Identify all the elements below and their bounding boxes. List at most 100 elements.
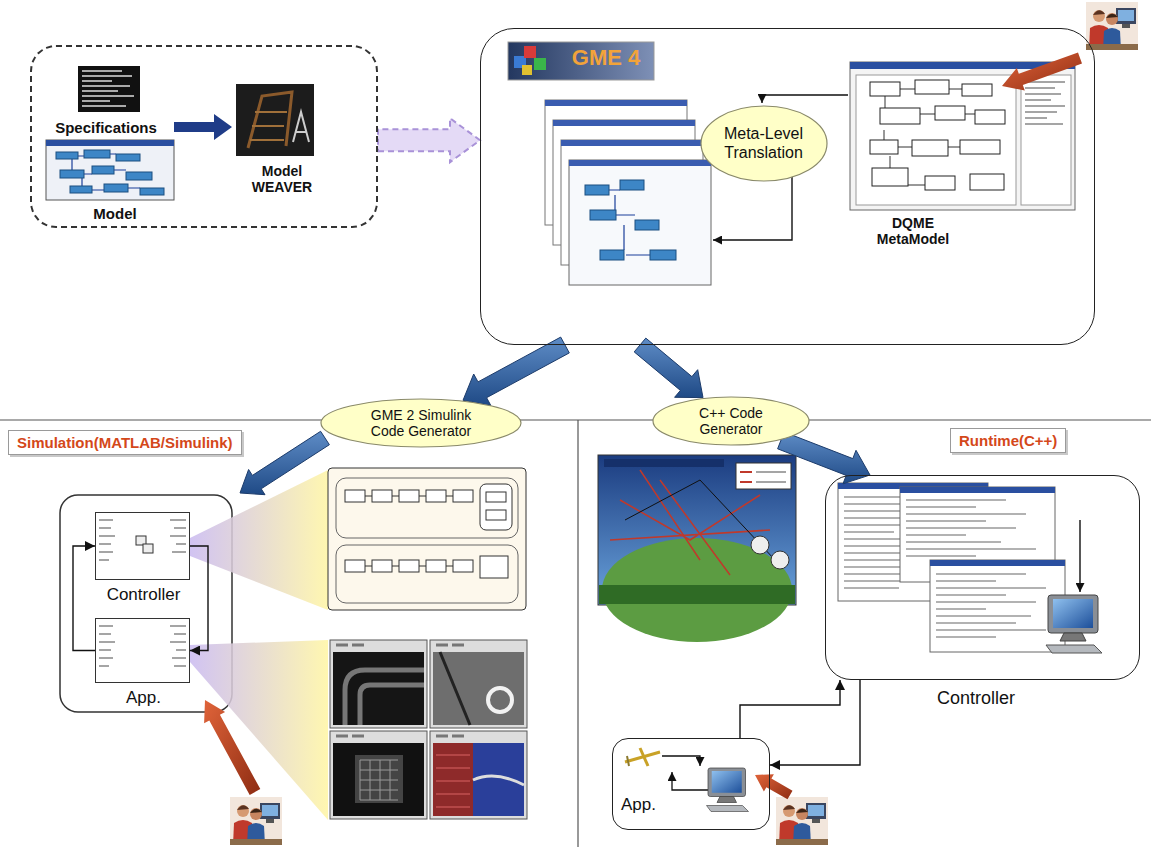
node-text: Model WEAVER (232, 163, 332, 195)
aircraft-icon (625, 748, 712, 790)
gme-logo (508, 42, 654, 80)
stateflow-screenshot (328, 468, 526, 610)
model-windows (585, 185, 609, 195)
user-icon (1086, 2, 1138, 50)
scenario-picture (604, 459, 724, 467)
node-text: GME 4 (561, 45, 651, 70)
metamodel-screenshot (872, 168, 908, 186)
simulation-screens (440, 652, 470, 725)
code-windows (930, 560, 1065, 652)
stateflow-screenshot (399, 560, 419, 572)
model-windows (545, 100, 711, 285)
model-screenshot (46, 140, 174, 200)
metamodel-screenshot (870, 140, 898, 154)
model-screenshot (116, 154, 140, 161)
translation-ellipse: Meta-Level Translation (700, 105, 828, 182)
stateflow-screenshot (453, 490, 473, 502)
simulation-screens (333, 652, 424, 725)
block-arrow (463, 337, 569, 406)
aircraft-icon (627, 756, 629, 766)
metamodel-screenshot (970, 174, 1004, 190)
gme-logo (524, 46, 536, 58)
user-arrow (1002, 52, 1082, 90)
node-text: C++ Code Generator (679, 405, 783, 437)
model-windows (590, 210, 616, 220)
stateflow-screenshot (486, 492, 506, 502)
ellipse-outline (653, 397, 809, 445)
stateflow-screenshot (372, 560, 392, 572)
scenario-picture (598, 455, 796, 642)
model-windows (569, 160, 711, 285)
node-text: App. (86, 688, 201, 708)
gme-logo (522, 65, 532, 75)
simulation-screens (430, 640, 527, 728)
stateflow-screenshot (328, 468, 526, 610)
stateflow-screenshot (365, 496, 453, 566)
flow-arrows (713, 176, 792, 240)
simulation-screens (488, 688, 512, 712)
weaver-icon (248, 92, 292, 148)
metamodel-screenshot (912, 140, 948, 156)
node-text: Runtime(C++) (959, 432, 1057, 449)
model-windows (650, 250, 676, 260)
stateflow-screenshot (399, 490, 419, 502)
simulation-screens (433, 743, 524, 816)
divider-lines (0, 420, 1151, 847)
runtime-app: App. (612, 738, 770, 830)
divider-lines (0, 419, 1151, 420)
scenario-picture (599, 585, 795, 604)
stateflow-screenshot (336, 545, 518, 603)
specification-document (78, 66, 140, 112)
metamodel-screenshot (856, 75, 1016, 205)
stateflow-screenshot (480, 556, 508, 578)
gme-logo (534, 58, 546, 70)
scenario-picture (736, 463, 791, 489)
node-text: Meta-Level Translation (714, 125, 814, 162)
stateflow-screenshot (345, 560, 365, 572)
weaver-icon (236, 84, 314, 156)
simulation-screens (330, 640, 527, 819)
code-windows (1079, 520, 1080, 592)
metamodel-screenshot (962, 84, 992, 96)
signal-beams (190, 470, 328, 610)
scenario-picture (771, 551, 789, 569)
generator-ellipse: GME 2 Simulink Code Generator (320, 398, 522, 448)
node-text: Controller (86, 585, 201, 605)
connector (190, 546, 208, 651)
metamodel-screenshot (935, 106, 965, 120)
model-screenshot (70, 186, 92, 193)
model-screenshot (84, 150, 110, 158)
metamodel-screenshot (960, 140, 1000, 154)
node-text: Model (80, 205, 150, 222)
block-ports (99, 626, 186, 666)
divider-lines (577, 420, 578, 847)
node-text: Specifications (46, 119, 166, 136)
node-text: App. (621, 795, 669, 815)
code-windows (930, 560, 1065, 566)
generator-ellipse: C++ Code Generator (652, 396, 810, 446)
section-label: Simulation(MATLAB/Simulink) (8, 430, 242, 455)
computer-icon (707, 768, 749, 812)
model-screenshot (92, 166, 114, 174)
weaver-icon (250, 112, 287, 140)
specification-document (82, 71, 134, 106)
app-block: App. (95, 618, 190, 683)
user-icon (776, 797, 828, 845)
metamodel-screenshot (1021, 75, 1071, 205)
block-ports (143, 544, 153, 553)
metamodel-screenshot (975, 110, 1005, 124)
block-arrow (634, 338, 703, 398)
simulation-screens (330, 640, 427, 728)
simulation-screens (345, 670, 424, 725)
ellipse-outline (701, 106, 827, 181)
model-screenshot (60, 170, 84, 178)
stateflow-screenshot (336, 478, 518, 538)
user-arrow (204, 700, 260, 795)
simulation-screens (436, 755, 470, 807)
scenario-picture (751, 536, 769, 554)
model-screenshot (46, 140, 174, 146)
runtime-controller: Controller (825, 475, 1140, 680)
metamodel-screenshot (870, 82, 900, 96)
model-windows (569, 160, 711, 166)
